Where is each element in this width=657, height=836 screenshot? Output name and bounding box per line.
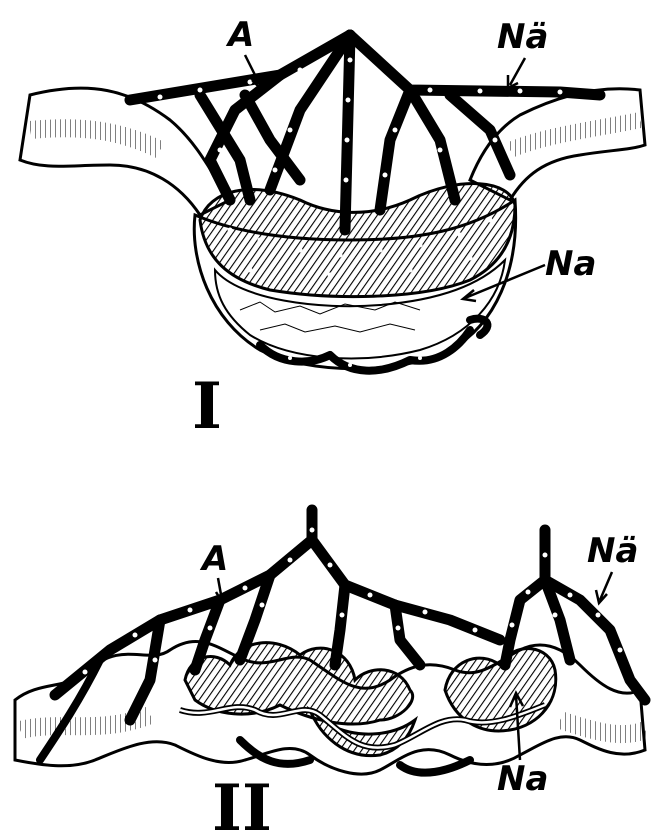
panel-one: A Nä Na I [20,15,645,444]
panel-two-vein-arrow [596,572,612,603]
panel-one-numeral: I [192,369,222,444]
panel-two-vein-label: Nä [587,531,638,571]
panel-one-artery-label: A [225,15,254,55]
panel-one-vein-label: Nä [497,17,548,57]
panel-one-vein-arrow [508,58,525,88]
panel-two: A Nä Na II [15,510,645,836]
panel-two-artery-label: A [199,539,228,579]
panel-two-numeral: II [212,771,272,836]
panel-one-capillary-label: Na [545,244,596,284]
tissue-strip-left [20,88,230,215]
panel-two-capillary-label: Na [497,759,548,799]
